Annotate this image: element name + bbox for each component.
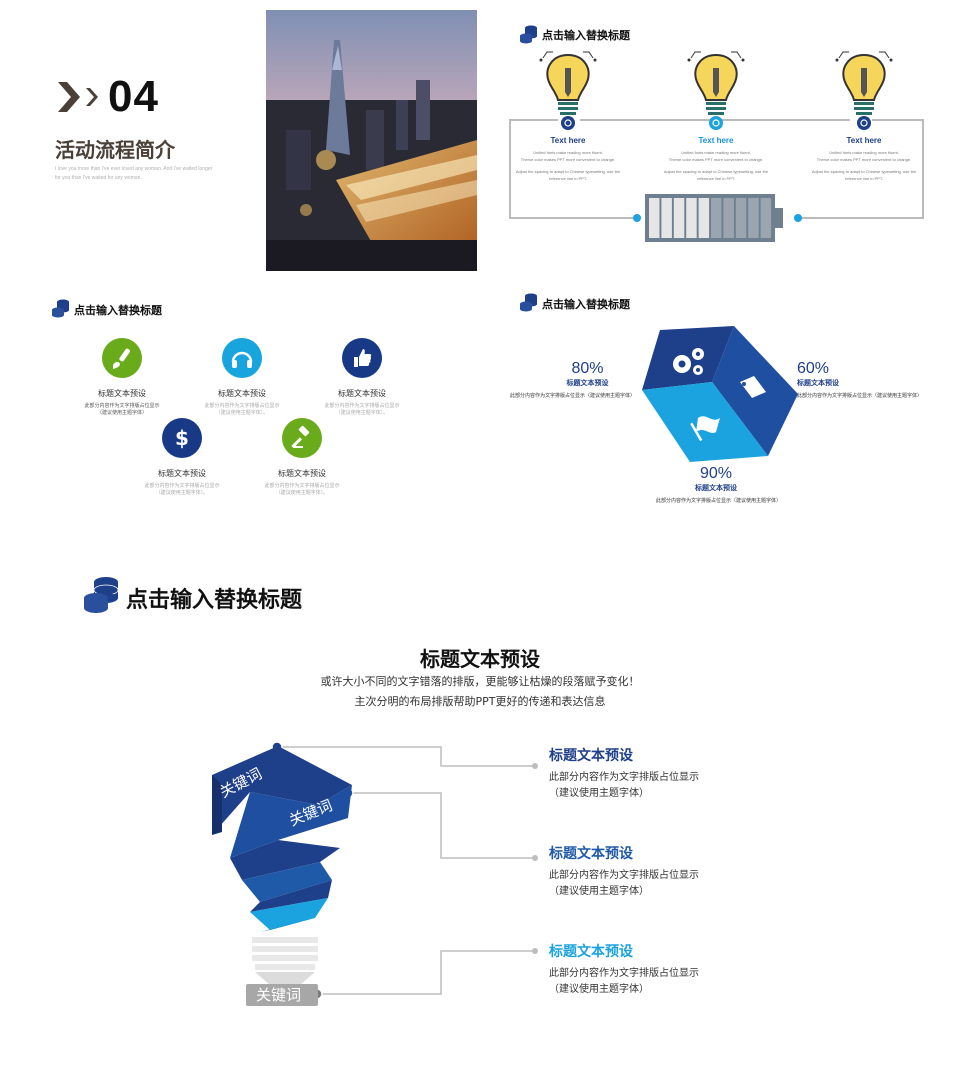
bulb-label: Text here (698, 136, 734, 145)
key-item-title: 标题文本预设 (549, 846, 633, 862)
feature-title: 标题文本预设 (278, 469, 326, 478)
percent-item-90: 90% 标题文本预设 此部分内容作为文字排版占位显示（建议使用主题字体） (656, 465, 782, 504)
svg-text:$: $ (175, 426, 189, 450)
bulb-item-2: Text here Unified fonts make reading mor… (664, 50, 768, 182)
city-night-photo (266, 10, 477, 271)
key-item-title: 标题文本预设 (549, 944, 633, 960)
feature-item-1: 标题文本预设 此部分内容作为文字排版占位显示 （建议使用主题字体） (72, 338, 172, 417)
heading-subtitle: 或许大小不同的文字错落的排版，更能够让枯燥的段落赋予变化！ 主次分明的布局排版帮… (320, 675, 640, 708)
feature-description: 此部分内容作为文字排版占位显示 （建议使用主题字体）。 (324, 403, 400, 416)
slide-cube-percentages: 点击输入替换标题 80% 标题文本预设 此部分内容作为文字排版占位显示（建议使用… (480, 282, 960, 522)
percent-label: 标题文本预设 (797, 379, 839, 387)
feature-item-5: 标题文本预设 此部分内容作为文字排版占位显示 （建议使用主题字体）。 (252, 418, 352, 497)
slide-section-cover: 04 活动流程简介 I love you more than I've ever… (0, 0, 480, 280)
percent-value: 90% (699, 465, 733, 482)
feature-title: 标题文本预设 (338, 389, 386, 398)
feature-title: 标题文本预设 (98, 389, 146, 398)
battery-cell (698, 198, 710, 238)
feature-title: 标题文本预设 (218, 389, 266, 398)
percent-description: 此部分内容作为文字排版占位显示（建议使用主题字体） (510, 393, 636, 399)
section-title: 点击输入替换标题 (126, 588, 303, 613)
coins-stack-icon (84, 577, 119, 613)
percent-label: 标题文本预设 (695, 484, 737, 492)
key-item-3: 标题文本预设 此部分内容作为文字排版占位显示 （建议使用主题字体） (549, 941, 699, 998)
section-subtitle: I love you more than I've ever loved any… (55, 166, 213, 181)
percent-description: 此部分内容作为文字排版占位显示（建议使用主题字体） (797, 393, 923, 399)
lightbulb-pencil-icon (687, 51, 745, 130)
feature-item-2: 标题文本预设 此部分内容作为文字排版占位显示 （建议使用主题字体）。 (192, 338, 292, 417)
slide-title: 点击输入替换标题 (542, 298, 630, 311)
isometric-cube (642, 326, 798, 462)
lightbulb-pencil-icon (539, 51, 597, 130)
battery-cell (649, 198, 660, 238)
key-item-1: 标题文本预设 此部分内容作为文字排版占位显示 （建议使用主题字体） (549, 745, 699, 802)
battery-cell (735, 198, 747, 238)
battery-cell (760, 198, 772, 238)
slide-ribbon-bulb: 点击输入替换标题 标题文本预设 或许大小不同的文字错落的排版，更能够让枯燥的段落… (0, 540, 960, 1084)
battery-cell (711, 198, 722, 238)
gears-icon (673, 348, 704, 375)
coins-stack-icon (520, 293, 537, 312)
key-item-description: 此部分内容作为文字排版占位显示 （建议使用主题字体） (549, 968, 699, 995)
bulb-item-3: Text here Unified fonts make reading mor… (812, 50, 916, 182)
percent-item-60: 60% 标题文本预设 此部分内容作为文字排版占位显示（建议使用主题字体） (797, 360, 923, 399)
dollar-icon: $ (162, 418, 202, 458)
battery-cell (686, 198, 697, 238)
battery-icon (645, 194, 783, 242)
key-item-title: 标题文本预设 (549, 748, 633, 764)
bulb-label: Text here (550, 136, 586, 145)
key-item-2: 标题文本预设 此部分内容作为文字排版占位显示 （建议使用主题字体） (549, 843, 699, 900)
keyword-label-3: 关键词 (256, 986, 302, 1004)
section-number: 04 (108, 72, 159, 121)
coins-stack-icon (52, 299, 69, 318)
main-heading: 标题文本预设 (420, 647, 540, 671)
percent-value: 80% (571, 360, 604, 377)
slide-title: 点击输入替换标题 (542, 29, 630, 42)
bulb-description: Unified fonts make reading more fluent. … (811, 150, 917, 181)
feature-item-4: $ 标题文本预设 此部分内容作为文字排版占位显示 （建议使用主题字体）。 (132, 418, 232, 497)
connector-lines (271, 741, 538, 1000)
thumbs-up-icon (342, 338, 382, 378)
feature-description: 此部分内容作为文字排版占位显示 （建议使用主题字体）。 (144, 483, 220, 496)
battery-cell (673, 198, 685, 238)
coins-stack-icon (520, 25, 537, 44)
flag-icon (690, 416, 720, 442)
percent-label: 标题文本预设 (566, 379, 609, 387)
percent-value: 60% (797, 360, 830, 377)
double-chevron-icon (58, 82, 98, 112)
lightbulb-pencil-icon (835, 51, 893, 130)
bulb-label: Text here (846, 136, 882, 145)
section-title: 活动流程简介 (55, 138, 175, 162)
battery-cell (661, 198, 672, 238)
bulb-description: Unified fonts make reading more fluent. … (663, 150, 769, 181)
gavel-icon (282, 418, 322, 458)
bulb-item-1: Text here Unified fonts make reading mor… (516, 50, 620, 182)
feature-description: 此部分内容作为文字排版占位显示 （建议使用主题字体）。 (204, 403, 280, 416)
feature-title: 标题文本预设 (158, 469, 206, 478)
feature-description: 此部分内容作为文字排版占位显示 （建议使用主题字体）。 (264, 483, 340, 496)
bulb-description: Unified fonts make reading more fluent. … (515, 150, 621, 181)
slide-icon-features: 点击输入替换标题 标题文本预设 此部分内容作为文字排版占位显示 （建议使用主题字… (0, 282, 480, 522)
slide-title: 点击输入替换标题 (74, 304, 162, 317)
slide-bulb-timeline: 点击输入替换标题 Text here Unified fonts make re… (480, 0, 960, 280)
key-item-description: 此部分内容作为文字排版占位显示 （建议使用主题字体） (549, 772, 699, 799)
feature-description: 此部分内容作为文字排版占位显示 （建议使用主题字体） (84, 403, 160, 416)
feature-item-3: 标题文本预设 此部分内容作为文字排版占位显示 （建议使用主题字体）。 (312, 338, 412, 417)
key-item-description: 此部分内容作为文字排版占位显示 （建议使用主题字体） (549, 870, 699, 897)
ribbon-lightbulb (212, 746, 352, 1006)
battery-cell (723, 198, 734, 238)
paintbrush-icon (102, 338, 142, 378)
percent-item-80: 80% 标题文本预设 此部分内容作为文字排版占位显示（建议使用主题字体） (510, 360, 636, 399)
headphones-icon (222, 338, 262, 378)
price-tag-icon (740, 376, 766, 398)
percent-description: 此部分内容作为文字排版占位显示（建议使用主题字体） (656, 498, 782, 504)
battery-cell (748, 198, 759, 238)
